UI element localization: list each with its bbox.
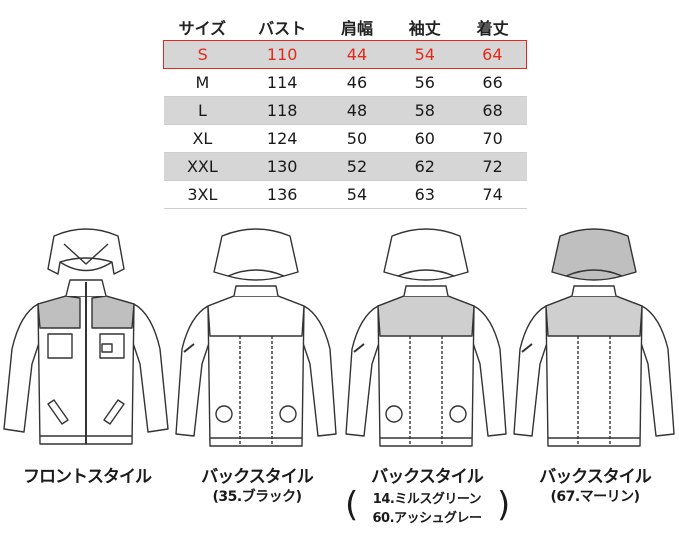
bracket-left: (: [345, 485, 359, 525]
size-cell: L: [163, 96, 242, 125]
bust-cell: 130: [241, 152, 324, 181]
color-label-mils-green: 14.ミルスグリーン: [372, 492, 482, 507]
front-style-caption: フロントスタイル: [23, 467, 152, 487]
size-cell: XXL: [163, 152, 242, 181]
size-table-header: サイズ バスト 肩幅 袖丈 着丈: [164, 14, 527, 41]
shoulder-cell: 52: [323, 152, 391, 181]
size-cell: 3XL: [163, 180, 242, 209]
length-cell: 66: [458, 68, 527, 97]
shoulder-cell: 44: [323, 40, 391, 69]
color-label-ash-grey: 60.アッシュグレー: [372, 511, 482, 526]
sleeve-cell: 56: [390, 68, 459, 97]
bust-cell: 124: [241, 124, 324, 153]
table-row: XXL 130 52 62 72: [163, 152, 527, 181]
table-row: M 114 46 56 66: [163, 68, 527, 97]
table-row: S 110 44 54 64: [163, 40, 527, 69]
back-style-caption-3: バックスタイル: [539, 467, 652, 487]
shoulder-cell: 46: [323, 68, 391, 97]
sleeve-cell: 54: [390, 40, 459, 69]
header-bust: バスト: [258, 19, 307, 38]
jacket-back-illustration-green-grey: [342, 224, 510, 454]
header-shoulder: 肩幅: [340, 19, 373, 38]
size-cell: M: [163, 68, 242, 97]
jacket-front-illustration: [2, 224, 170, 454]
bust-cell: 118: [241, 96, 324, 125]
shoulder-cell: 54: [323, 180, 391, 209]
shoulder-cell: 48: [323, 96, 391, 125]
size-cell: S: [163, 40, 242, 69]
color-label-black: (35.ブラック): [212, 489, 302, 505]
sleeve-cell: 58: [390, 96, 459, 125]
bracket-right: ): [497, 485, 511, 525]
bust-cell: 136: [241, 180, 324, 209]
size-cell: XL: [163, 124, 242, 153]
sleeve-cell: 63: [390, 180, 459, 209]
length-cell: 72: [458, 152, 527, 181]
length-cell: 64: [458, 40, 527, 69]
table-row: L 118 48 58 68: [163, 96, 527, 125]
shoulder-cell: 50: [323, 124, 391, 153]
length-cell: 68: [458, 96, 527, 125]
length-cell: 74: [458, 180, 527, 209]
header-length: 着丈: [476, 19, 509, 38]
header-size: サイズ: [178, 19, 227, 38]
sleeve-cell: 60: [390, 124, 459, 153]
length-cell: 70: [458, 124, 527, 153]
bust-cell: 114: [241, 68, 324, 97]
jacket-back-illustration-black: [172, 224, 340, 454]
back-style-caption-1: バックスタイル: [201, 467, 314, 487]
color-label-marlin: (67.マーリン): [550, 489, 640, 505]
size-table: サイズ バスト 肩幅 袖丈 着丈 S 110 44 54 64 M 114 46…: [163, 14, 527, 209]
sleeve-cell: 62: [390, 152, 459, 181]
table-row: 3XL 136 54 63 74: [163, 180, 527, 209]
jacket-back-illustration-marlin: [510, 224, 678, 454]
table-row: XL 124 50 60 70: [163, 124, 527, 153]
header-sleeve: 袖丈: [408, 19, 441, 38]
bust-cell: 110: [241, 40, 324, 69]
back-style-caption-2: バックスタイル: [371, 467, 484, 487]
